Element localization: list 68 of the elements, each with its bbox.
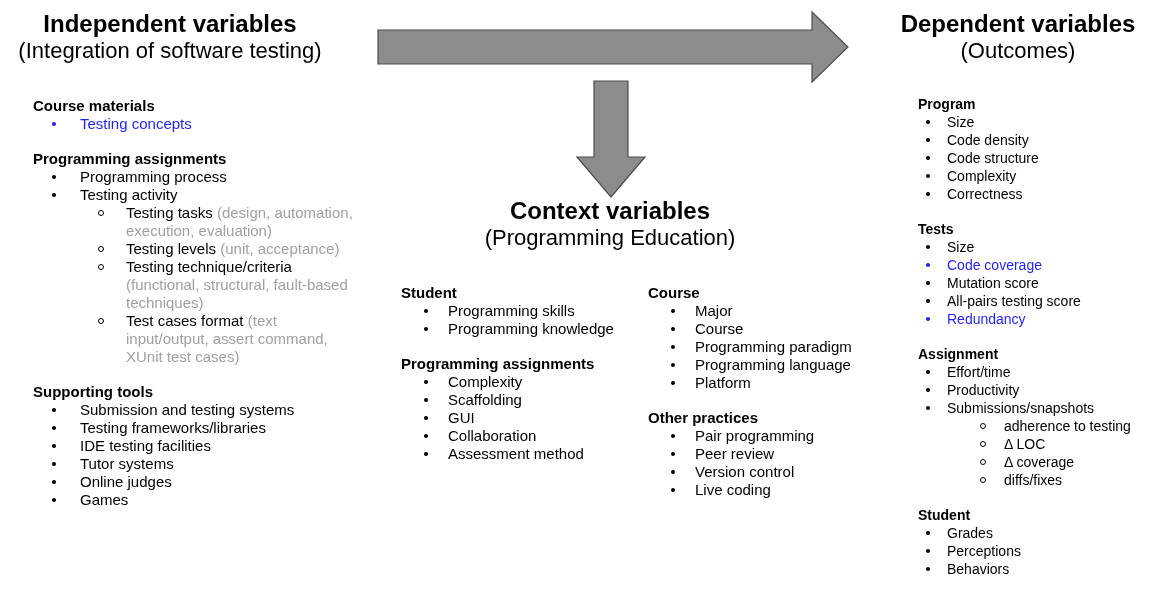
- column-subheading: (Integration of software testing): [18, 38, 322, 64]
- block-arrow: [575, 80, 647, 198]
- list-item: Correctness: [926, 185, 1023, 203]
- list-item: Testing frameworks/libraries: [52, 419, 266, 437]
- list-item: Code coverage: [926, 256, 1042, 274]
- list-item: Version control: [671, 463, 795, 481]
- column-heading: Dependent variables: [900, 10, 1136, 38]
- section-heading: Student: [918, 506, 971, 524]
- list-item: Code density: [926, 131, 1029, 149]
- column-subheading: (Programming Education): [484, 225, 736, 251]
- column-subheading: (Outcomes): [960, 38, 1076, 64]
- section-heading: Programming assignments: [401, 355, 595, 373]
- section-heading: Other practices: [648, 409, 759, 427]
- section-heading: Program: [918, 95, 976, 113]
- section-heading: Supporting tools: [33, 383, 153, 401]
- list-item: Programming process: [52, 168, 227, 186]
- list-item: Programming skills: [424, 302, 575, 320]
- list-item: Assessment method: [424, 445, 584, 463]
- sub-list-item: diffs/fixes: [980, 471, 1144, 489]
- sub-list-item: Δ LOC: [980, 435, 1144, 453]
- section-heading: Course: [648, 284, 700, 302]
- list-item: Online judges: [52, 473, 172, 491]
- list-item: Behaviors: [926, 560, 1010, 578]
- list-item: Perceptions: [926, 542, 1021, 560]
- section-heading: Assignment: [918, 345, 999, 363]
- block-arrow: [377, 10, 849, 84]
- list-item: Grades: [926, 524, 993, 542]
- list-item: GUI: [424, 409, 475, 427]
- list-item: Size: [926, 238, 975, 256]
- list-item: Submissions/snapshots: [926, 399, 1095, 417]
- column-heading: Context variables: [509, 197, 711, 225]
- list-item: Programming knowledge: [424, 320, 614, 338]
- list-item: Productivity: [926, 381, 1020, 399]
- list-item: Testing concepts: [52, 115, 192, 133]
- list-item: Tutor systems: [52, 455, 174, 473]
- list-item: Code structure: [926, 149, 1039, 167]
- section-heading: Tests: [918, 220, 954, 238]
- sub-list-item: Test cases format (text input/output, assert command, XUnit test cases): [98, 312, 362, 366]
- list-item: Effort/time: [926, 363, 1011, 381]
- list-item: Peer review: [671, 445, 775, 463]
- list-item: Programming paradigm: [671, 338, 852, 356]
- list-item: Major: [671, 302, 733, 320]
- list-item: Games: [52, 491, 129, 509]
- list-item: Complexity: [926, 167, 1017, 185]
- sub-list-item: adherence to testing: [980, 417, 1144, 435]
- list-item: Collaboration: [424, 427, 537, 445]
- sub-list-item: Testing technique/criteria (functional, structural, fault-based techniques): [98, 258, 362, 312]
- list-item: Scaffolding: [424, 391, 522, 409]
- sub-list-item: Δ coverage: [980, 453, 1144, 471]
- list-item: Pair programming: [671, 427, 815, 445]
- list-item: Testing activity: [52, 186, 178, 204]
- section-heading: Student: [401, 284, 457, 302]
- list-item: Programming language: [671, 356, 851, 374]
- column-heading: Independent variables: [43, 10, 297, 38]
- list-item: Redundancy: [926, 310, 1026, 328]
- list-item: Course: [671, 320, 744, 338]
- section-heading: Programming assignments: [33, 150, 227, 168]
- list-item: All-pairs testing score: [926, 292, 1081, 310]
- list-item: Mutation score: [926, 274, 1039, 292]
- section-heading: Course materials: [33, 97, 155, 115]
- list-item: Submission and testing systems: [52, 401, 295, 419]
- list-item: Complexity: [424, 373, 523, 391]
- list-item: IDE testing facilities: [52, 437, 211, 455]
- sub-list-item: Testing levels (unit, acceptance): [98, 240, 362, 258]
- list-item: Size: [926, 113, 975, 131]
- sub-list-item: Testing tasks (design, automation, execution, evaluation): [98, 204, 362, 240]
- list-item: Platform: [671, 374, 751, 392]
- list-item: Live coding: [671, 481, 771, 499]
